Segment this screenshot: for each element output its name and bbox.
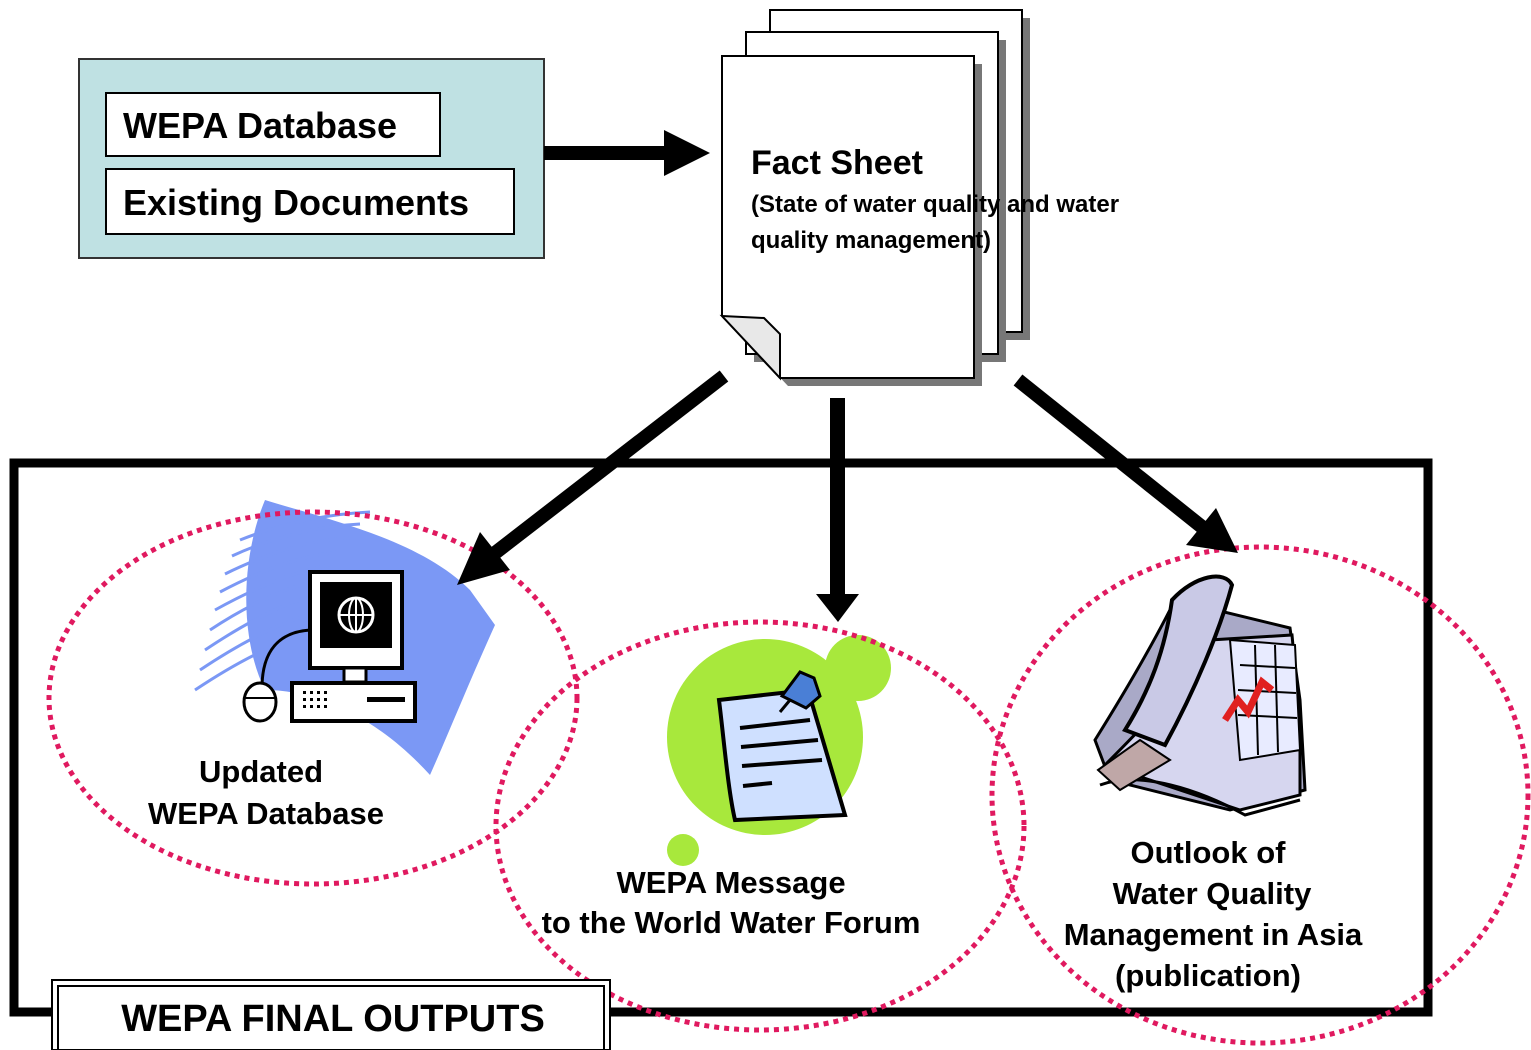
outlook-output-label-line2: Water Quality: [1113, 876, 1312, 911]
database-output-label-line2: WEPA Database: [148, 796, 384, 831]
wepa-database-label: WEPA Database: [123, 105, 397, 146]
existing-documents-box: Existing Documents: [105, 168, 515, 235]
arrow-factsheet-to-message: [816, 398, 859, 622]
computer-globe-icon: [194, 500, 495, 775]
outlook-output-label-line4: (publication): [1115, 958, 1301, 993]
fact-sheet-page: [721, 55, 975, 379]
newspaper-chart-icon: [1093, 574, 1307, 817]
fact-sheet-title: Fact Sheet: [751, 144, 923, 182]
arrow-sources-to-factsheet: [544, 130, 710, 176]
wepa-database-box: WEPA Database: [105, 92, 441, 157]
message-output-label-line2: to the World Water Forum: [542, 905, 921, 940]
message-output-label-line1: WEPA Message: [616, 865, 845, 900]
pinned-note-icon: [667, 635, 891, 866]
fact-sheet-subtitle-line1: (State of water quality and water: [751, 191, 1119, 218]
outlook-output-label-line3: Management in Asia: [1064, 917, 1363, 952]
fact-sheet-stack: Fact Sheet (State of water quality and w…: [719, 9, 1119, 386]
final-outputs-title-box: WEPA FINAL OUTPUTS: [51, 979, 611, 1050]
database-output-ellipse: [46, 509, 580, 887]
arrow-factsheet-to-database: [457, 370, 729, 585]
message-output-ellipse: [493, 619, 1027, 1033]
final-outputs-frame: [9, 458, 1433, 1017]
existing-documents-label: Existing Documents: [123, 182, 469, 223]
final-outputs-title: WEPA FINAL OUTPUTS: [121, 998, 545, 1040]
database-output-label-line1: Updated: [199, 754, 323, 789]
outlook-output-label-line1: Outlook of: [1131, 835, 1287, 870]
outlook-output-ellipse: [989, 544, 1531, 1046]
arrow-factsheet-to-outlook: [1013, 374, 1238, 553]
fact-sheet-subtitle-line2: quality management): [751, 227, 991, 254]
page-curl: [719, 314, 781, 381]
source-panel: WEPA Database Existing Documents: [78, 58, 545, 259]
